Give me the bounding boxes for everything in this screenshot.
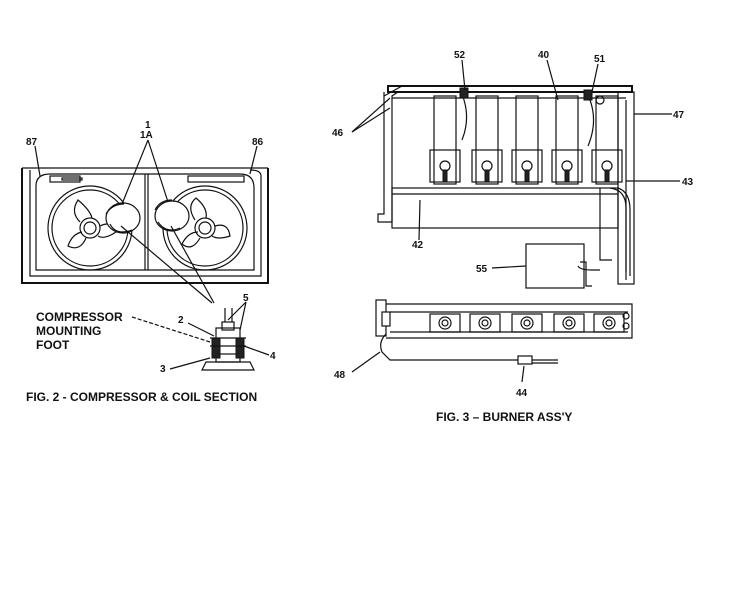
label-44: 44 — [516, 388, 528, 399]
compressor-1 — [105, 202, 141, 234]
fig3-caption: FIG. 3 – BURNER ASS'Y — [436, 410, 572, 424]
label-3: 3 — [160, 364, 166, 375]
label-46: 46 — [332, 128, 344, 139]
label-4: 4 — [270, 351, 276, 362]
burner-tubes — [429, 95, 623, 185]
label-5: 5 — [243, 293, 249, 304]
label-2: 2 — [178, 315, 184, 326]
label-55: 55 — [476, 264, 488, 275]
label-87: 87 — [26, 137, 38, 148]
label-1: 1 — [145, 120, 151, 131]
label-47: 47 — [673, 110, 685, 121]
fig2-caption: FIG. 2 - COMPRESSOR & COIL SECTION — [26, 390, 257, 404]
left-condenser-fan — [47, 185, 133, 271]
label-43: 43 — [682, 177, 694, 188]
fig3-burner-bottom-view: 48 44 — [334, 299, 633, 399]
label-48: 48 — [334, 370, 346, 381]
label-42: 42 — [412, 240, 424, 251]
callout-foot: FOOT — [36, 338, 70, 352]
fig3-burner-assembly: 52 40 51 46 47 43 42 55 — [332, 50, 694, 289]
fig2-coil-section: 1 1A 87 86 — [21, 120, 269, 304]
label-1a: 1A — [140, 130, 153, 141]
callout-mounting: MOUNTING — [36, 324, 101, 338]
label-40: 40 — [538, 50, 550, 61]
callout-compressor: COMPRESSOR — [36, 310, 123, 324]
label-86: 86 — [252, 137, 264, 148]
compressor-1a — [154, 199, 190, 232]
label-52: 52 — [454, 50, 466, 61]
label-51: 51 — [594, 54, 606, 65]
compressor-mounting-foot-detail: 5 2 3 4 COMPRESSOR MOUNTING FOOT — [36, 293, 276, 375]
